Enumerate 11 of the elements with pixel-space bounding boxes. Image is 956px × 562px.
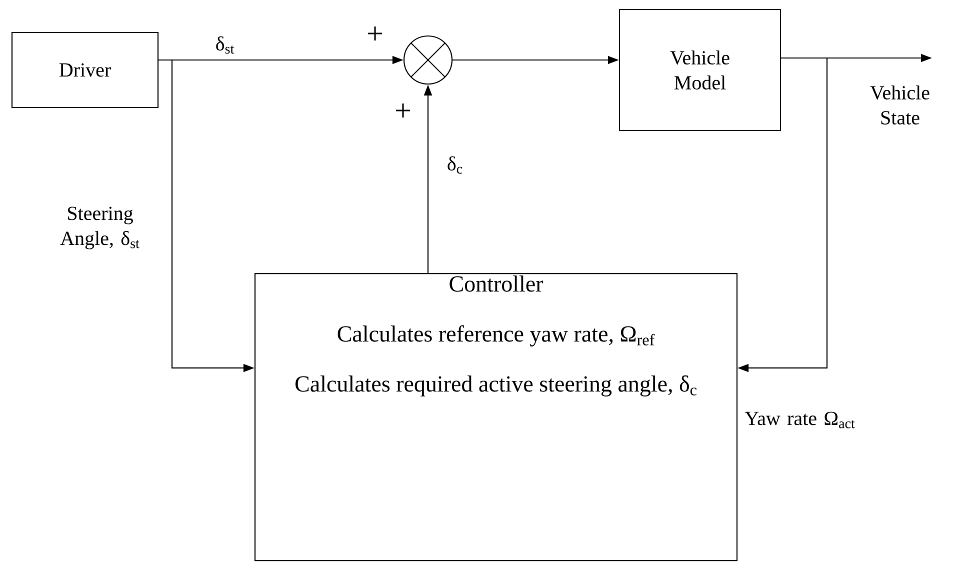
edge-label: Steering Angle, δ$_{st}$ (60, 206, 140, 250)
edge-label: Yaw rate Ω$_{act}$ (744, 412, 855, 428)
sign-label: + (368, 26, 382, 40)
sign-label: + (396, 104, 410, 118)
edge-label: δ$_{st}$ (216, 36, 234, 54)
block-box: Driver (11, 32, 159, 108)
edge-label: δ$_{c}$ (448, 156, 462, 174)
controller-box: Controller Calculates reference yaw rate, Ω$_{ref}$ Calculates required active steering angle, δ$_{c}$ (254, 273, 738, 562)
block-box: Vehicle Model (618, 8, 782, 132)
summing-junction (403, 35, 453, 85)
edge-label: Vehicle State (870, 85, 930, 125)
